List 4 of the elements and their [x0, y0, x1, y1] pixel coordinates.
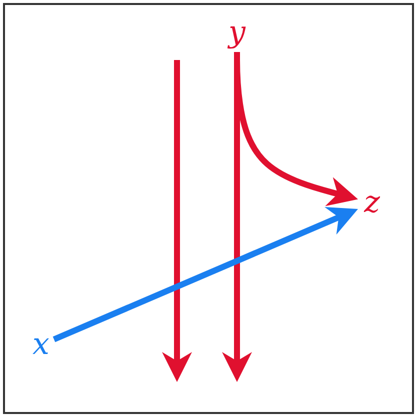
arrow [52, 207, 358, 342]
axis-label: y [228, 18, 246, 48]
axis-label: z [364, 188, 380, 218]
axis-label: x [32, 330, 50, 360]
